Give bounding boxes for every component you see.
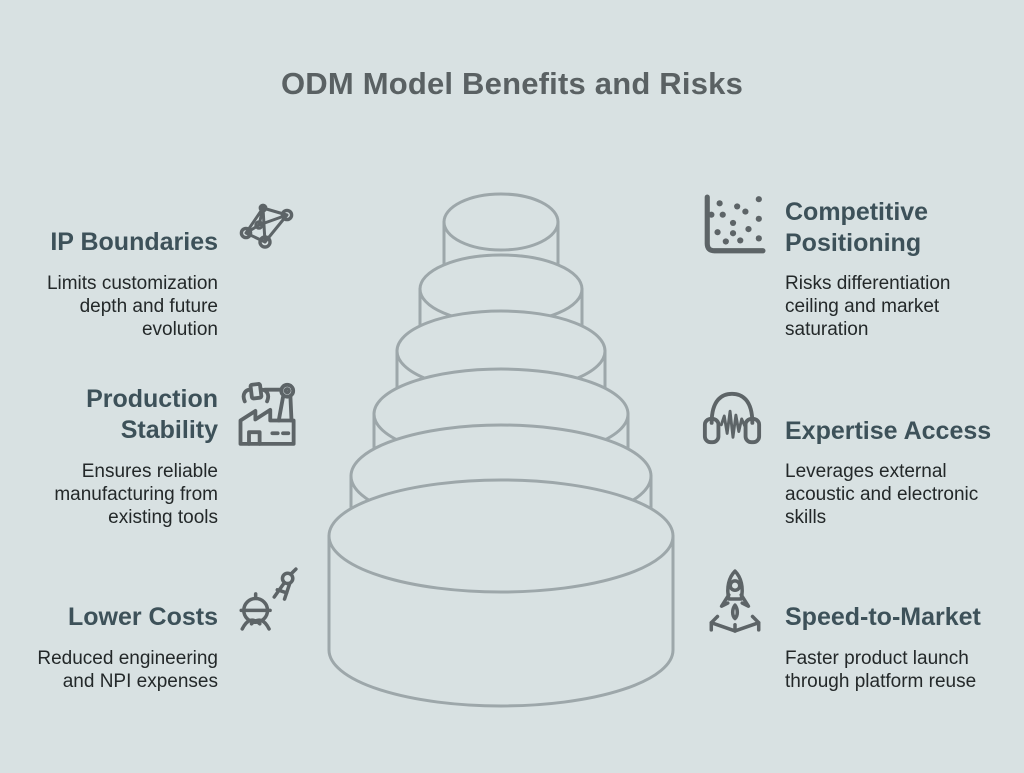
heading-competitive-positioning: Competitive Positioning [785,198,929,257]
description-ip-boundaries: Limits customization depth and future ev… [46,273,218,340]
description-speed-to-market: Faster product launch through platform r… [785,648,977,692]
page-title: ODM Model Benefits and Risks [280,66,744,101]
factory-robot-arm-icon [232,377,300,447]
rocket-launch-icon [702,566,768,634]
description-production-stability: Ensures reliable manufacturing from exis… [54,461,218,528]
heading-speed-to-market: Speed-to-Market [785,603,981,631]
heading-expertise-access: Expertise Access [785,417,992,445]
network-graph-icon [235,198,301,262]
engineer-compass-icon [234,563,300,633]
heading-production-stability: Production Stability [86,385,218,444]
headphones-waveform-icon [700,386,764,448]
scatter-plot-icon [698,193,766,259]
tier-pyramid-figure [327,192,675,708]
heading-ip-boundaries: IP Boundaries [50,228,218,256]
description-expertise-access: Leverages external acoustic and electron… [785,461,979,528]
description-lower-costs: Reduced engineering and NPI expenses [37,648,218,692]
heading-lower-costs: Lower Costs [67,603,218,631]
description-competitive-positioning: Risks differentiation ceiling and market… [785,273,951,340]
